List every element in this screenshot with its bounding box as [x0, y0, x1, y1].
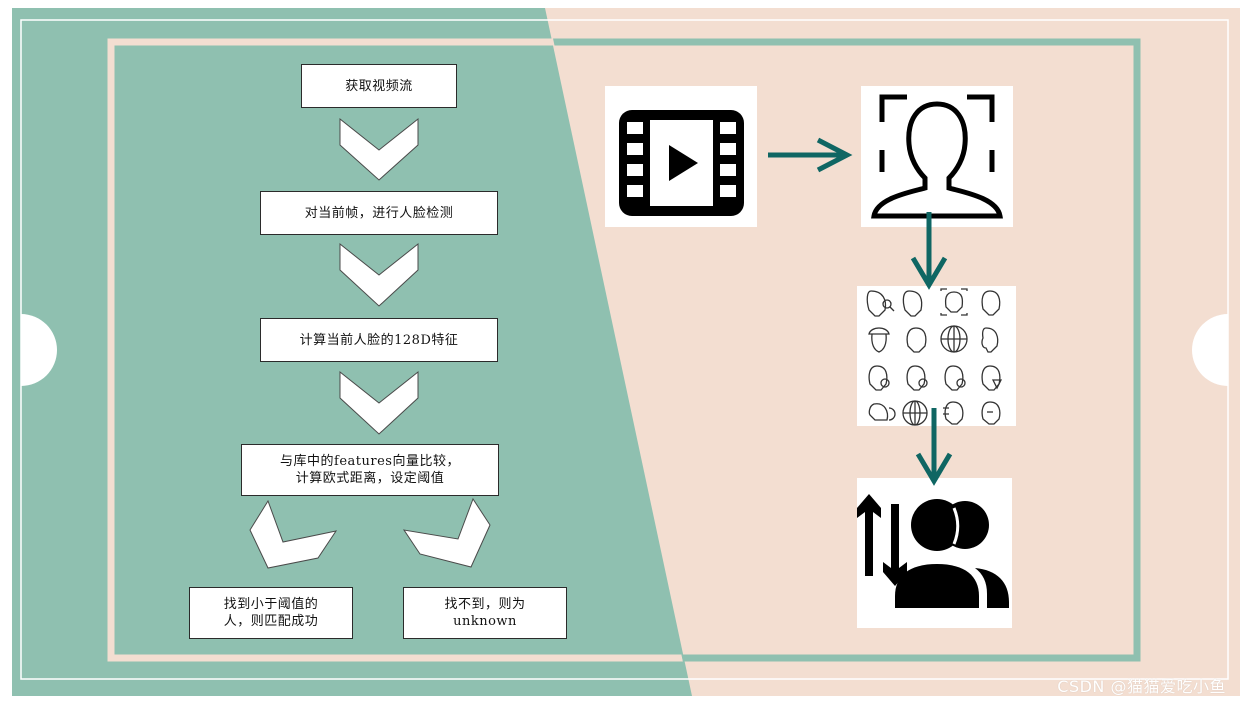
people-panel [857, 478, 1012, 628]
outcome-match-success: 找到小于阈值的 人，则匹配成功 [189, 587, 353, 639]
face-scan-panel [861, 86, 1013, 227]
step-get-video-stream: 获取视频流 [301, 64, 457, 108]
step-compare-features: 与库中的features向量比较， 计算欧式距离，设定阈值 [241, 444, 499, 496]
split-arrow-right-icon [402, 497, 491, 568]
right-notch [1192, 314, 1228, 386]
split-arrow-left-icon [249, 499, 338, 569]
chevron-down-icon-3 [339, 370, 419, 435]
people-sort-icon [857, 494, 1009, 608]
face-scan-icon [871, 94, 1003, 219]
video-film-icon [619, 110, 744, 216]
watermark: CSDN @猫猫爱吃小鱼 [1057, 677, 1226, 696]
face-grid-panel [857, 286, 1016, 426]
chevron-down-icon-1 [339, 117, 419, 181]
face-recognition-grid-icon [866, 288, 1003, 426]
step-compute-128d-feature: 计算当前人脸的128D特征 [260, 318, 498, 362]
chevron-down-icon-2 [339, 242, 419, 307]
step-face-detection: 对当前帧，进行人脸检测 [260, 191, 498, 235]
outcome-unknown: 找不到，则为 unknown [403, 587, 567, 639]
left-notch [21, 314, 57, 386]
video-panel [605, 86, 757, 227]
